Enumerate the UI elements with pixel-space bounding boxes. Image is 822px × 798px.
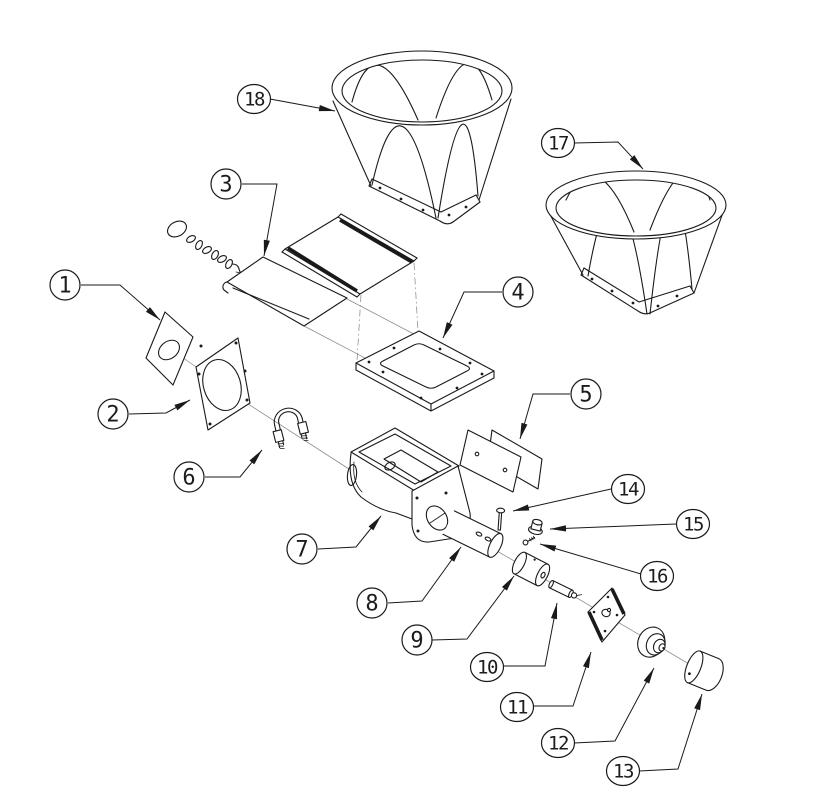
leader-line-7 (317, 515, 382, 550)
callout-circle-17 (540, 127, 576, 159)
hopper-large (331, 50, 513, 225)
callout-label-2: 2 (106, 403, 119, 428)
leader-line-12 (573, 667, 655, 744)
cover-plate (145, 311, 194, 386)
callout-label-12: 12 (548, 733, 568, 755)
callout-label-5: 5 (579, 383, 592, 408)
callout-circle-13 (605, 755, 641, 787)
callout-label-13: 13 (613, 761, 634, 783)
cap-nut (527, 518, 543, 536)
slide-tray (281, 213, 418, 298)
callout-circle-8 (356, 587, 388, 619)
callout-label-1: 1 (58, 274, 71, 299)
hopper-small (545, 170, 727, 315)
leader-line-16 (539, 543, 642, 575)
end-cap (684, 650, 724, 692)
leader-line-14 (512, 488, 612, 512)
flange-bearing (637, 626, 666, 658)
callout-circle-11 (499, 691, 535, 723)
callout-label-14: 14 (618, 479, 639, 501)
leader-line-6 (205, 449, 263, 478)
callout-9: 9 (401, 575, 515, 656)
callout-5: 5 (519, 378, 602, 440)
callout-circle-3 (210, 168, 242, 200)
callout-label-16: 16 (647, 566, 668, 588)
callout-label-17: 17 (548, 133, 569, 155)
callout-circle-1 (49, 269, 81, 301)
callout-2: 2 (97, 398, 191, 430)
callout-circle-4 (502, 276, 534, 308)
callout-label-8: 8 (365, 592, 378, 617)
motor-mount-plate (587, 587, 626, 643)
callout-circle-12 (540, 727, 576, 759)
leader-line-17 (573, 141, 644, 170)
callout-12: 12 (540, 667, 655, 759)
callout-circle-6 (173, 461, 205, 493)
leader-line-2 (128, 399, 191, 415)
callout-10: 10 (469, 602, 558, 683)
callout-13: 13 (605, 693, 703, 787)
callout-circle-16 (639, 560, 675, 592)
callout-14: 14 (512, 473, 646, 512)
spacer-cylinder (511, 551, 551, 587)
callout-18: 18 (236, 83, 336, 115)
callout-label-18: 18 (244, 89, 265, 111)
callout-label-4: 4 (511, 281, 524, 306)
mounting-plate (195, 337, 251, 431)
callout-1: 1 (49, 269, 161, 321)
baffle-plates (459, 429, 543, 493)
callout-circle-9 (401, 624, 433, 656)
callout-label-6: 6 (182, 466, 195, 491)
callout-11: 11 (499, 651, 592, 723)
leader-line-3 (242, 183, 278, 257)
clevis-pin (496, 507, 506, 531)
callout-circle-2 (97, 398, 129, 430)
callout-7: 7 (286, 515, 382, 565)
callout-label-11: 11 (507, 697, 528, 719)
callout-label-7: 7 (295, 538, 308, 563)
callout-label-9: 9 (410, 629, 423, 654)
pull-chain (166, 220, 247, 276)
bottom-frame (355, 330, 495, 412)
leader-line-15 (549, 523, 677, 532)
callout-8: 8 (356, 546, 462, 619)
u-bolt (272, 407, 309, 449)
callout-circle-18 (236, 83, 272, 115)
leader-line-18 (269, 98, 336, 112)
deflector-sheet (222, 256, 348, 327)
callout-circle-7 (286, 533, 318, 565)
leader-line-8 (387, 546, 462, 604)
discharge-tube (442, 510, 504, 558)
callout-17: 17 (540, 127, 644, 170)
callout-circle-15 (675, 508, 711, 540)
leader-line-1 (81, 284, 161, 321)
callout-label-15: 15 (683, 514, 703, 536)
set-screw (522, 535, 536, 546)
leader-line-9 (431, 575, 515, 641)
leader-line-11 (532, 651, 592, 707)
shaft-pin (548, 579, 583, 599)
leader-line-5 (519, 393, 570, 440)
callout-label-10: 10 (477, 657, 498, 679)
leader-line-4 (442, 291, 502, 339)
callout-6: 6 (173, 449, 263, 493)
callout-4: 4 (442, 276, 534, 339)
callout-circle-5 (570, 378, 602, 410)
leader-line-13 (638, 693, 703, 772)
callout-15: 15 (549, 508, 711, 540)
leader-line-10 (502, 602, 558, 667)
callout-16: 16 (539, 543, 675, 592)
callout-3: 3 (210, 168, 278, 257)
callout-circle-10 (469, 651, 505, 683)
callout-label-3: 3 (219, 173, 232, 198)
callout-circle-14 (610, 473, 646, 505)
